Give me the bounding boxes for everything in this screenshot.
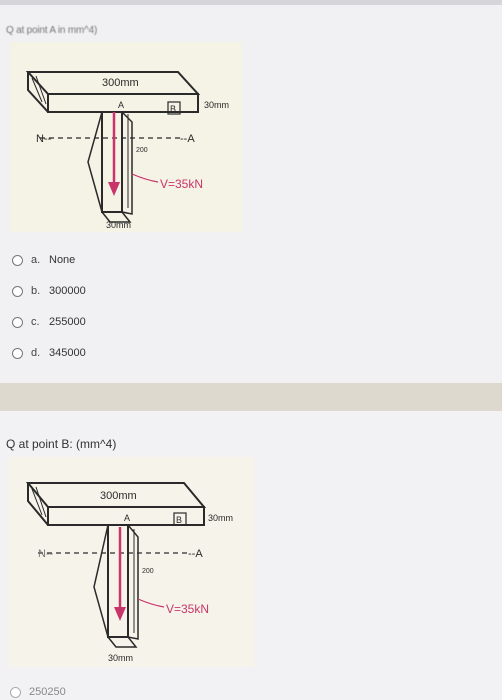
- option-a[interactable]: a. None: [12, 252, 75, 268]
- flange-thickness-label: 30mm: [204, 100, 229, 110]
- web-height-label: 200: [142, 568, 154, 575]
- radio-button[interactable]: [10, 686, 21, 698]
- radio-button[interactable]: [12, 316, 23, 328]
- option-d[interactable]: d. 345000: [12, 345, 86, 361]
- point-b-label: B: [176, 515, 182, 525]
- web-bottom-hatch: [101, 211, 132, 223]
- flange-hatch: [31, 486, 47, 518]
- question-card-2: Q at point B: (mm^4) 300mm A B 30mm N-- …: [0, 411, 502, 700]
- web: [101, 112, 123, 213]
- radio-button[interactable]: [12, 285, 23, 297]
- n-label: N--: [36, 133, 52, 145]
- shear-force-arrowhead: [108, 182, 120, 196]
- point-a-label: A: [118, 100, 124, 110]
- option-a-partial[interactable]: 250250: [10, 686, 66, 698]
- option-letter: a.: [31, 254, 41, 266]
- option-c[interactable]: c. 255000: [12, 314, 86, 330]
- question-title: Q at point A in mm^4): [6, 25, 98, 36]
- point-b-label: B: [170, 104, 176, 114]
- width-label: 300mm: [102, 77, 139, 89]
- radio-button[interactable]: [12, 347, 23, 359]
- option-text: 345000: [49, 347, 86, 359]
- point-b-box: [173, 512, 187, 526]
- flange-hatch: [31, 75, 47, 105]
- option-letter: c.: [31, 316, 40, 328]
- flange-front: [47, 93, 199, 113]
- web-width-label: 30mm: [108, 653, 133, 663]
- a-label: --A: [180, 133, 195, 145]
- question-title: Q at point B: (mm^4): [6, 437, 117, 451]
- tbeam-sketch-image: 300mm A B 30mm N-- --A 200 V=35kN 30mm: [10, 42, 242, 232]
- radio-button[interactable]: [12, 254, 23, 266]
- width-label: 300mm: [100, 490, 137, 502]
- option-letter: d.: [31, 347, 41, 359]
- option-b[interactable]: b. 300000: [12, 283, 86, 299]
- n-label: N--: [38, 548, 54, 560]
- force-leader: [137, 598, 165, 608]
- web-width-label: 30mm: [106, 220, 131, 230]
- shear-force-arrowhead: [114, 607, 126, 621]
- web-side: [127, 524, 139, 640]
- web: [107, 525, 129, 638]
- force-leader: [131, 173, 159, 183]
- flange-left-end: [27, 72, 49, 113]
- a-label: --A: [188, 548, 203, 560]
- option-text: 250250: [29, 686, 66, 698]
- web-left-depth: [87, 111, 103, 213]
- tbeam-sketch-image: 300mm A B 30mm N-- --A 200 V=35kN 30mm: [8, 457, 254, 667]
- option-text: 255000: [49, 316, 86, 328]
- question-separator: [0, 383, 502, 411]
- point-a-label: A: [124, 513, 130, 523]
- web-left-depth: [93, 524, 109, 638]
- flange-front: [47, 506, 205, 526]
- force-label: V=35kN: [166, 602, 209, 616]
- option-text: 300000: [49, 285, 86, 297]
- web-side: [121, 111, 133, 215]
- option-text: None: [49, 254, 76, 266]
- web-bottom-hatch: [107, 636, 138, 648]
- web-height-label: 200: [136, 147, 148, 154]
- flange-thickness-label: 30mm: [208, 513, 233, 523]
- question-card-1: Q at point A in mm^4) 300mm A B 30mm N--…: [0, 5, 502, 383]
- point-b-box: [167, 101, 181, 115]
- option-letter: b.: [31, 285, 41, 297]
- force-label: V=35kN: [160, 177, 203, 191]
- flange-left-end: [27, 483, 49, 526]
- top-strip: [0, 0, 502, 5]
